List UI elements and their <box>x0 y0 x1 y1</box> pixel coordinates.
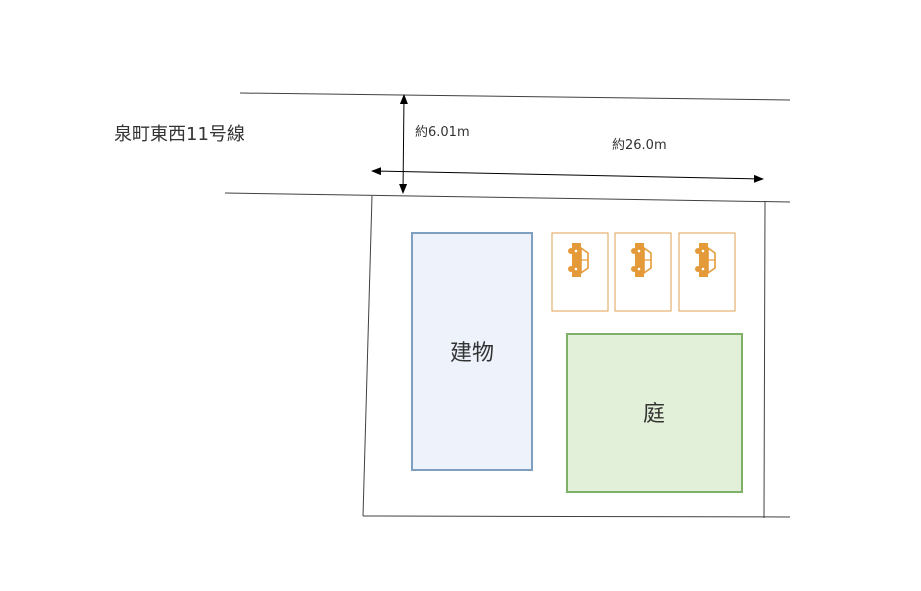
parking-space <box>614 232 672 312</box>
parking-space <box>551 232 609 312</box>
lot-boundary-west <box>362 195 373 517</box>
car-icon <box>568 243 589 277</box>
parking-space <box>678 232 736 312</box>
frontage-arrow <box>371 167 764 183</box>
road-edge-north <box>239 92 791 101</box>
road-width-label: 約6.01m <box>415 125 470 140</box>
garden-label: 庭 <box>643 402 665 427</box>
building-area <box>411 232 533 471</box>
lot-boundary-east <box>763 201 766 519</box>
building-label: 建物 <box>450 341 494 366</box>
lot-boundary-south <box>362 515 791 518</box>
road-width-arrow <box>399 94 408 194</box>
car-icon <box>631 243 652 277</box>
garden-area <box>566 333 743 493</box>
car-icon <box>695 243 716 277</box>
road-edge-south <box>224 192 791 203</box>
road-name-label: 泉町東西11号線 <box>114 124 245 145</box>
frontage-label: 約26.0m <box>612 138 667 153</box>
